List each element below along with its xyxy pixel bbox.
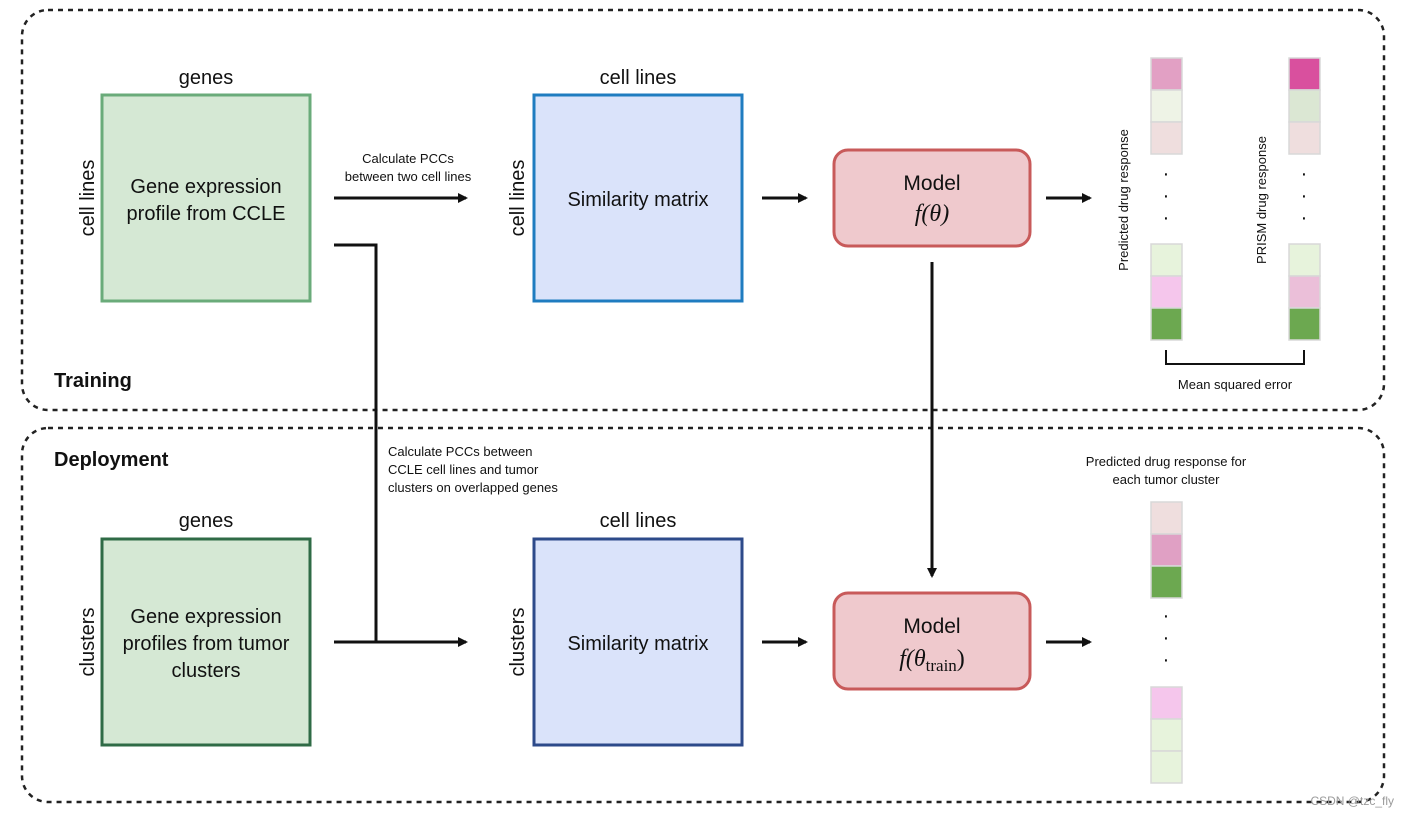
- train-prism-dot-3: ·: [1301, 207, 1308, 229]
- deploy-pred-cell: [1150, 533, 1183, 567]
- train-pred-cell: [1150, 57, 1183, 91]
- deploy-sim-side-label: clusters: [507, 608, 529, 677]
- deploy-arrow-label-3: clusters on overlapped genes: [388, 480, 558, 495]
- train-prism-cell: [1288, 275, 1321, 309]
- deploy-pred-cell: [1150, 750, 1183, 784]
- train-prism-cell: [1288, 57, 1321, 91]
- deploy-pred-cell: [1150, 501, 1183, 535]
- train-sim-top-label: cell lines: [600, 67, 677, 89]
- deploy-formula-close: ): [957, 646, 965, 672]
- deploy-pred-cell: [1150, 565, 1183, 599]
- train-prism-cell: [1288, 121, 1321, 155]
- train-pred-label: Predicted drug response: [1116, 129, 1131, 271]
- train-model-box: [832, 148, 1032, 248]
- train-prism-column: [1288, 57, 1321, 155]
- train-similarity-matrix-box: [532, 93, 744, 303]
- training-frame: [20, 8, 1386, 412]
- deploy-genes-label: genes: [179, 510, 234, 532]
- deploy-arrow-label-2: CCLE cell lines and tumor: [388, 462, 539, 477]
- deploy-model-title: Model: [903, 615, 960, 638]
- deploy-model-box: [832, 591, 1032, 691]
- deploy-gene-box-text-2: profiles from tumor: [123, 633, 290, 655]
- deploy-pred-dot-1: ·: [1163, 605, 1170, 627]
- deploy-pred-label-1: Predicted drug response for: [1086, 454, 1247, 469]
- train-pred-cell: [1150, 307, 1183, 341]
- train-pred-cell: [1150, 243, 1183, 277]
- deploy-model-formula: f(θtrain): [899, 646, 965, 675]
- train-pred-cell: [1150, 121, 1183, 155]
- train-genes-label: genes: [179, 67, 234, 89]
- deploy-sim-box-text: Similarity matrix: [567, 633, 708, 655]
- training-label: Training: [54, 370, 132, 392]
- watermark: CSDN @tzc_fly: [1310, 794, 1394, 808]
- deploy-pred-cell: [1150, 686, 1183, 720]
- deployment-frame: [20, 426, 1386, 804]
- train-pred-column: [1150, 57, 1183, 155]
- train-prism-dot-2: ·: [1301, 185, 1308, 207]
- deploy-formula-sub: train: [926, 656, 958, 675]
- deploy-pred-label-2: each tumor cluster: [1113, 472, 1221, 487]
- deploy-pred-cell: [1150, 718, 1183, 752]
- train-prism-cell: [1288, 307, 1321, 341]
- train-sim-box-text: Similarity matrix: [567, 189, 708, 211]
- train-model-formula: f(θ): [915, 201, 949, 227]
- train-cell-lines-side-label: cell lines: [77, 160, 99, 237]
- train-to-deploy-connector: [334, 243, 378, 642]
- deploy-gene-box-text-1: Gene expression: [130, 606, 281, 628]
- train-arrow-label-2: between two cell lines: [345, 169, 472, 184]
- deploy-similarity-matrix-box: [532, 537, 744, 747]
- train-arrow-label-1: Calculate PCCs: [362, 151, 454, 166]
- train-pred-dot-2: ·: [1163, 185, 1170, 207]
- deploy-clusters-side-label: clusters: [77, 608, 99, 677]
- train-prism-dot-1: ·: [1301, 163, 1308, 185]
- train-model-title: Model: [903, 172, 960, 195]
- deploy-gene-box-text-3: clusters: [172, 660, 241, 682]
- train-pred-column-bottom: [1150, 243, 1183, 341]
- deploy-pred-dot-3: ·: [1163, 649, 1170, 671]
- train-sim-side-label: cell lines: [507, 160, 529, 237]
- train-gene-expression-box: [100, 93, 312, 303]
- deploy-pred-column-top: [1150, 501, 1183, 599]
- mse-label: Mean squared error: [1178, 377, 1293, 392]
- deploy-pred-column-bottom: [1150, 686, 1183, 784]
- mse-bracket: [1165, 350, 1305, 365]
- train-prism-column-bottom: [1288, 243, 1321, 341]
- train-pred-cell: [1150, 89, 1183, 123]
- train-pred-dot-1: ·: [1163, 163, 1170, 185]
- train-pred-dot-3: ·: [1163, 207, 1170, 229]
- deploy-pred-dot-2: ·: [1163, 627, 1170, 649]
- train-pred-cell: [1150, 275, 1183, 309]
- deploy-gene-expression-box: [100, 537, 312, 747]
- deploy-arrow-label-1: Calculate PCCs between: [388, 444, 533, 459]
- train-prism-label: PRISM drug response: [1254, 136, 1269, 264]
- train-prism-cell: [1288, 243, 1321, 277]
- train-prism-cell: [1288, 89, 1321, 123]
- deploy-sim-top-label: cell lines: [600, 510, 677, 532]
- train-gene-box-text-1: Gene expression: [130, 176, 281, 198]
- deploy-formula-main: f(θ: [899, 646, 926, 672]
- deployment-label: Deployment: [54, 449, 169, 471]
- train-gene-box-text-2: profile from CCLE: [127, 203, 286, 225]
